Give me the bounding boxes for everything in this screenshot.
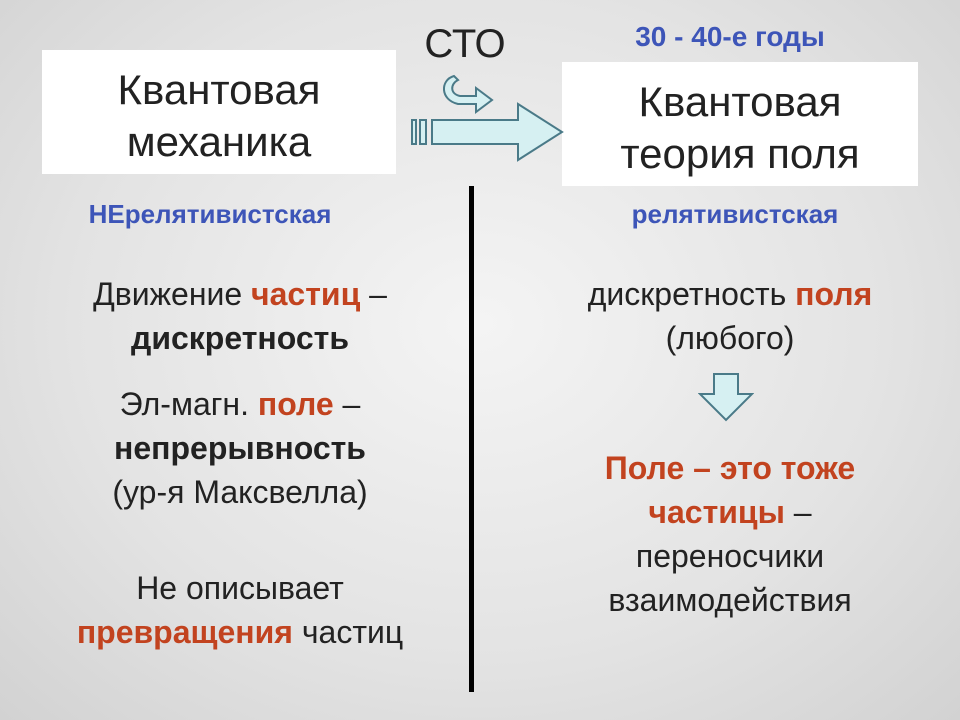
- dash-2: –: [333, 386, 361, 422]
- vertical-divider: [469, 186, 474, 692]
- particle-motion-block: Движение частиц – дискретность: [30, 272, 450, 360]
- particles-text: частиц: [292, 614, 404, 650]
- field-discreteness-block: дискретность поля (любого): [500, 272, 960, 360]
- relativistic-label: релятивистская: [631, 199, 839, 229]
- particles-word: частиц: [251, 276, 361, 312]
- quantum-mechanics-line1: Квантовая: [117, 66, 321, 113]
- carriers-text: переносчики: [635, 538, 825, 574]
- quantum-field-theory-box: Квантовая теория поля: [562, 62, 918, 186]
- qft-line1: Квантовая: [638, 78, 842, 125]
- interaction-text: взаимодействия: [608, 582, 852, 618]
- quantum-mechanics-box: Квантовая механика: [42, 50, 396, 174]
- transformations-word: превращения: [76, 614, 293, 650]
- field-is-also-text: Поле – это тоже: [604, 450, 856, 486]
- field-word-right: поля: [795, 276, 873, 312]
- down-arrow-icon: [698, 373, 754, 422]
- em-field-block: Эл-магн. поле – непрерывность (ур-я Макс…: [30, 382, 450, 514]
- field-word: поле: [257, 386, 334, 422]
- transformations-block: Не описывает превращения частиц: [30, 566, 450, 654]
- qft-line2: теория поля: [620, 130, 860, 177]
- continuity-text: непрерывность: [114, 430, 366, 466]
- nonrelativistic-label: НЕрелятивистская: [88, 199, 332, 229]
- quantum-mechanics-line2: механика: [126, 118, 312, 165]
- sto-label: СТО: [424, 22, 506, 66]
- em-field-text: Эл-магн.: [119, 386, 258, 422]
- era-label: 30 - 40-е годы: [635, 21, 825, 52]
- any-text: (любого): [665, 320, 795, 356]
- dash-3: –: [784, 494, 812, 530]
- particles-word-right: частицы: [648, 494, 785, 530]
- discreteness-text: дискретность: [131, 320, 349, 356]
- particle-motion-text: Движение: [93, 276, 252, 312]
- curved-arrow-icon: [443, 74, 494, 114]
- field-discreteness-text: дискретность: [587, 276, 796, 312]
- not-describes-text: Не описывает: [136, 570, 344, 606]
- field-particles-block: Поле – это тоже частицы – переносчики вз…: [500, 446, 960, 622]
- right-arrow-icon: [411, 102, 564, 162]
- maxwell-text: (ур-я Максвелла): [112, 474, 368, 510]
- dash-1: –: [360, 276, 387, 312]
